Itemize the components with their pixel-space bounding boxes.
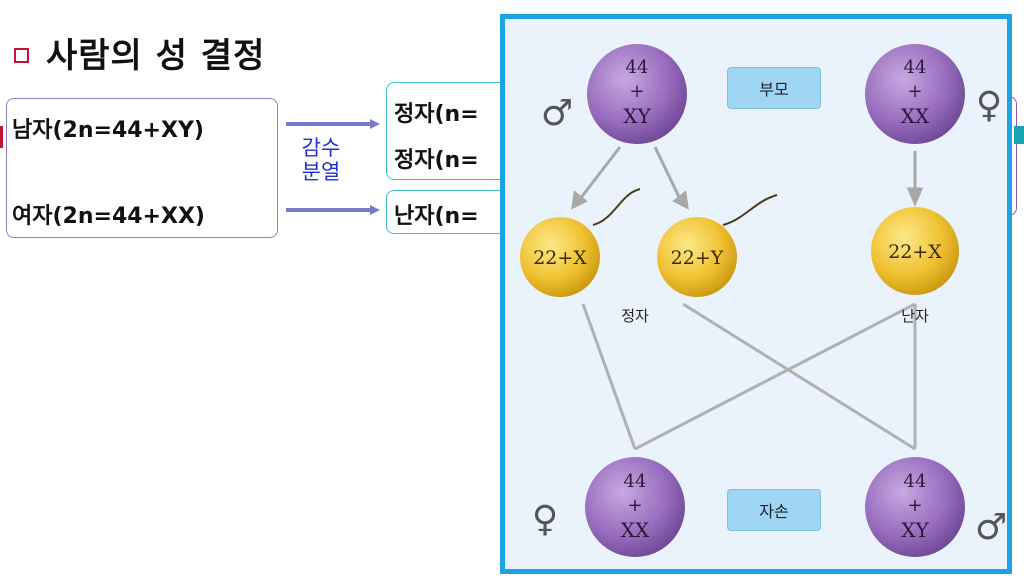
sperm-label-2: 정자(n=: [394, 148, 479, 173]
meiosis-label-line2: 분열: [301, 160, 341, 184]
mother-sex-chromosomes: XX: [901, 104, 930, 128]
offspring-tag: 자손: [727, 489, 821, 531]
left-edge-marker: [0, 126, 3, 148]
son-cell: 44 + XY: [865, 457, 965, 557]
sperm-caption: 정자: [621, 307, 649, 325]
arrow-to-egg: [286, 205, 380, 215]
sperm-y-label: 22+Y: [671, 247, 724, 269]
diagram-canvas: 44 + XY ♂ 44 + XX ♀ 22+X 22+Y 22+X 정자 난자: [520, 44, 1007, 557]
father-autosome: 44: [626, 57, 649, 78]
son-male-icon: ♂: [975, 507, 1007, 548]
son-plus: +: [907, 495, 922, 516]
sperm-label-1: 정자(n=: [394, 102, 479, 127]
mother-plus: +: [907, 81, 922, 102]
sperm-x-cell: 22+X: [520, 217, 600, 297]
egg-x-label: 22+X: [888, 241, 942, 263]
male-symbol-icon: ♂: [541, 93, 573, 134]
father-sex-chromosomes: XY: [623, 104, 651, 128]
egg-x-cell: 22+X: [871, 207, 959, 295]
son-sex-chromosomes: XY: [901, 518, 929, 542]
mother-autosome: 44: [904, 57, 927, 78]
male-label: 남자(2n=44+XY): [12, 118, 204, 143]
female-label: 여자(2n=44+XX): [12, 204, 205, 229]
daughter-female-icon: ♀: [532, 499, 558, 540]
meiosis-label: 감수 분열: [296, 136, 346, 184]
father-plus: +: [629, 81, 644, 102]
sperm-tails: [592, 188, 778, 226]
sperm-x-label: 22+X: [533, 247, 587, 269]
daughter-cell: 44 + XX: [585, 457, 685, 557]
parents-tag: 부모: [727, 67, 821, 109]
sperm-y-cell: 22+Y: [657, 217, 737, 297]
parents-box: [6, 98, 278, 238]
meiosis-label-line1: 감수: [301, 136, 341, 160]
mother-cell: 44 + XX: [865, 44, 965, 144]
bullet-square-icon: [14, 48, 29, 63]
cross-lines: [581, 302, 917, 451]
meiosis-arrows: [286, 119, 380, 215]
teal-marker: [1014, 126, 1024, 144]
daughter-sex-chromosomes: XX: [621, 518, 650, 542]
father-cell: 44 + XY: [587, 44, 687, 144]
son-autosome: 44: [904, 471, 927, 492]
arrow-to-sperm: [286, 119, 380, 129]
egg-label: 난자(n=: [394, 204, 479, 229]
parent-arrows: [571, 146, 924, 210]
female-symbol-icon: ♀: [976, 85, 1002, 126]
egg-caption: 난자: [901, 307, 929, 325]
sex-determination-diagram: 44 + XY ♂ 44 + XX ♀ 22+X 22+Y 22+X 정자 난자: [500, 14, 1012, 574]
daughter-autosome: 44: [624, 471, 647, 492]
daughter-plus: +: [627, 495, 642, 516]
page-title: 사람의 성 결정: [46, 36, 266, 76]
